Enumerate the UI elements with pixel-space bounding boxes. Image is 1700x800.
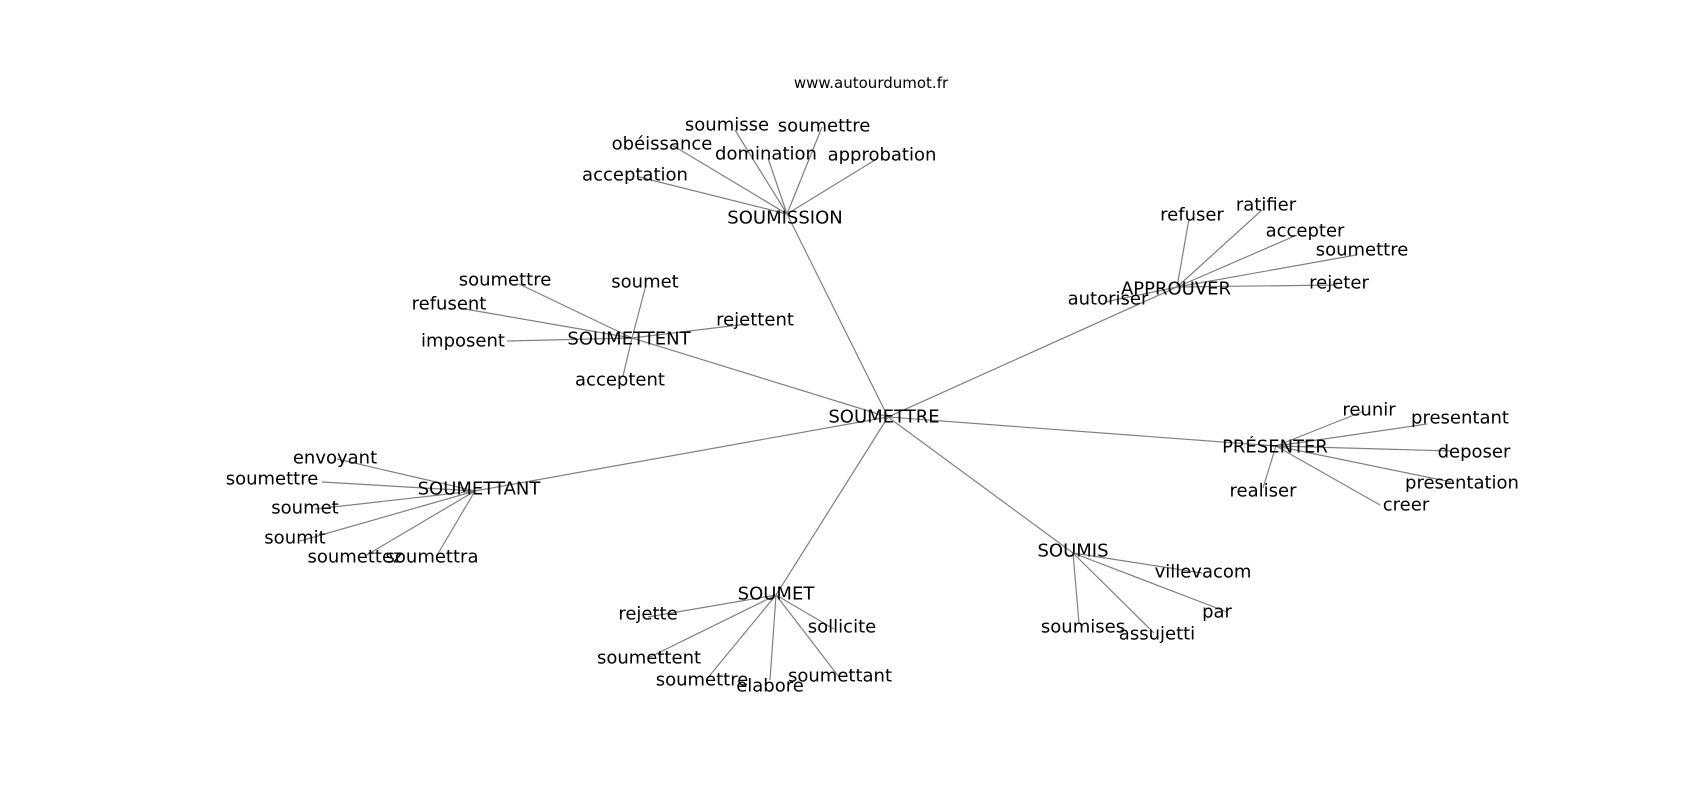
- leaf-node-presenter-presentant: presentant: [1411, 408, 1509, 429]
- leaf-node-soumettent-soumettre: soumettre: [459, 270, 552, 291]
- leaf-node-soumet-sollicite: sollicite: [808, 617, 876, 638]
- graph-edges: [299, 126, 1452, 681]
- leaf-node-soumis-assujetti: assujetti: [1119, 624, 1195, 645]
- leaf-node-soumet-soumettre: soumettre: [656, 670, 749, 691]
- hub-node-soumission: SOUMISSION: [727, 208, 842, 229]
- leaf-node-soumission-acceptation: acceptation: [582, 165, 688, 186]
- edge-center-soumet: [775, 416, 889, 596]
- leaf-node-soumet-soumettent: soumettent: [597, 648, 701, 669]
- edge-soumet-sollicite: [775, 594, 835, 630]
- edge-soumis-assujetti: [1072, 552, 1155, 634]
- leaf-node-soumis-soumises: soumises: [1041, 617, 1125, 638]
- leaf-node-approuver-soumettre: soumettre: [1316, 240, 1409, 261]
- edge-approuver-refuser: [1176, 218, 1190, 288]
- hub-node-soumis: SOUMIS: [1037, 541, 1108, 562]
- leaf-node-soumis-villevacom: villevacom: [1155, 562, 1252, 583]
- edge-soumission-approbation: [786, 159, 876, 215]
- leaf-node-soumettent-rejettent: rejettent: [716, 310, 794, 331]
- leaf-node-soumettent-soumet: soumet: [611, 272, 678, 293]
- leaf-node-soumettant-soumettra: soumettra: [386, 547, 479, 568]
- hub-node-presenter: PRÉSENTER: [1222, 436, 1328, 458]
- edge-soumettent-soumet: [631, 284, 647, 339]
- edge-soumettant-soumettra: [435, 490, 476, 558]
- edge-soumission-domination: [767, 157, 788, 215]
- edge-soumis-soumises: [1072, 552, 1080, 624]
- edge-soumettent-rejettent: [631, 323, 748, 339]
- edge-center-soumettant: [474, 416, 889, 492]
- leaf-node-approuver-ratifier: ratifier: [1236, 195, 1297, 216]
- edge-center-presenter: [887, 416, 1277, 447]
- edge-soumettant-soumettez: [364, 490, 476, 557]
- edge-approuver-autoriser: [1104, 286, 1178, 303]
- edge-approuver-rejeter: [1176, 284, 1338, 288]
- edge-soumettant-soumit: [299, 490, 476, 542]
- edge-soumettent-soumettre: [518, 283, 633, 339]
- edge-soumettent-imposent: [506, 337, 633, 342]
- leaf-node-approuver-rejeter: rejeter: [1309, 273, 1369, 294]
- edge-soumission-obeissance: [671, 144, 788, 215]
- leaf-node-soumission-obeissance: obéissance: [612, 134, 713, 155]
- leaf-node-approuver-refuser: refuser: [1160, 205, 1224, 226]
- leaf-node-soumet-elabore: elabore: [736, 676, 804, 697]
- leaf-node-soumission-approbation: approbation: [828, 145, 937, 166]
- leaf-node-soumettant-soumettez: soumettez: [307, 547, 402, 568]
- edge-approuver-accepter: [1176, 234, 1298, 288]
- edge-center-soumettent: [631, 337, 889, 418]
- edge-presenter-presentation: [1275, 445, 1452, 483]
- leaf-node-soumettent-refusent: refusent: [412, 294, 487, 315]
- leaf-node-approuver-accepter: accepter: [1266, 221, 1345, 242]
- source-watermark: www.autourdumot.fr: [794, 74, 949, 92]
- edge-soumet-rejette: [647, 594, 777, 618]
- leaf-node-presenter-creer: creer: [1383, 495, 1430, 516]
- edge-presenter-deposer: [1275, 445, 1452, 452]
- edge-soumettant-soumettre: [321, 481, 476, 492]
- edge-soumet-elabore: [769, 594, 777, 681]
- hub-node-soumettant: SOUMETTANT: [418, 479, 542, 500]
- edge-soumis-par: [1072, 552, 1228, 613]
- edge-soumet-soumettent: [647, 594, 777, 659]
- edge-presenter-creer: [1275, 445, 1381, 506]
- leaf-node-soumettent-imposent: imposent: [421, 331, 505, 352]
- edge-center-soumission: [786, 213, 889, 418]
- edge-approuver-ratifier: [1176, 209, 1263, 288]
- leaf-node-soumis-par: par: [1202, 602, 1232, 623]
- hub-node-approuver: APPROUVER: [1121, 279, 1231, 300]
- graph-labels: SOUMETTRE SOUMISSION soumisse soumettre obéi…: [226, 115, 1519, 697]
- leaf-node-soumission-soumettre: soumettre: [778, 116, 871, 137]
- hub-node-soumet: SOUMET: [738, 584, 816, 605]
- edge-soumission-soumettre: [786, 126, 823, 215]
- edge-soumet-soumettant: [775, 594, 840, 678]
- leaf-node-presenter-presentation: presentation: [1405, 473, 1519, 494]
- leaf-node-soumet-rejette: rejette: [618, 604, 677, 625]
- edge-soumettent-refusent: [458, 307, 633, 339]
- edge-presenter-reunir: [1275, 410, 1365, 447]
- leaf-node-presenter-realiser: realiser: [1230, 481, 1298, 502]
- leaf-node-soumettent-acceptent: acceptent: [575, 370, 665, 391]
- edge-approuver-soumettre: [1176, 254, 1357, 288]
- edge-presenter-realiser: [1262, 445, 1277, 489]
- edge-center-soumis: [887, 416, 1074, 554]
- leaf-node-presenter-reunir: reunir: [1342, 400, 1396, 421]
- leaf-node-soumettant-envoyant: envoyant: [293, 448, 377, 469]
- leaf-node-soumission-domination: domination: [715, 144, 817, 165]
- leaf-node-soumet-soumettant: soumettant: [788, 666, 892, 687]
- edge-soumettent-acceptent: [622, 337, 633, 377]
- leaf-node-soumettant-soumit: soumit: [264, 528, 325, 549]
- center-node-label: SOUMETTRE: [828, 407, 939, 428]
- leaf-node-soumettant-soumettre: soumettre: [226, 469, 319, 490]
- leaf-node-presenter-deposer: deposer: [1438, 442, 1511, 463]
- edge-soumettant-soumet: [314, 490, 476, 510]
- edge-presenter-presentant: [1275, 423, 1428, 447]
- edge-soumission-soumisse: [734, 129, 788, 215]
- edge-soumis-villevacom: [1072, 552, 1203, 574]
- edge-soumettant-envoyant: [336, 458, 476, 492]
- hub-node-soumettent: SOUMETTENT: [567, 329, 691, 350]
- leaf-node-approuver-autoriser: autoriser: [1068, 289, 1149, 310]
- edge-center-approuver: [887, 286, 1178, 418]
- edge-soumission-acceptation: [638, 176, 788, 215]
- edge-soumet-soumettre: [705, 594, 777, 681]
- leaf-node-soumission-soumisse: soumisse: [685, 115, 769, 136]
- leaf-node-soumettant-soumet: soumet: [271, 498, 338, 519]
